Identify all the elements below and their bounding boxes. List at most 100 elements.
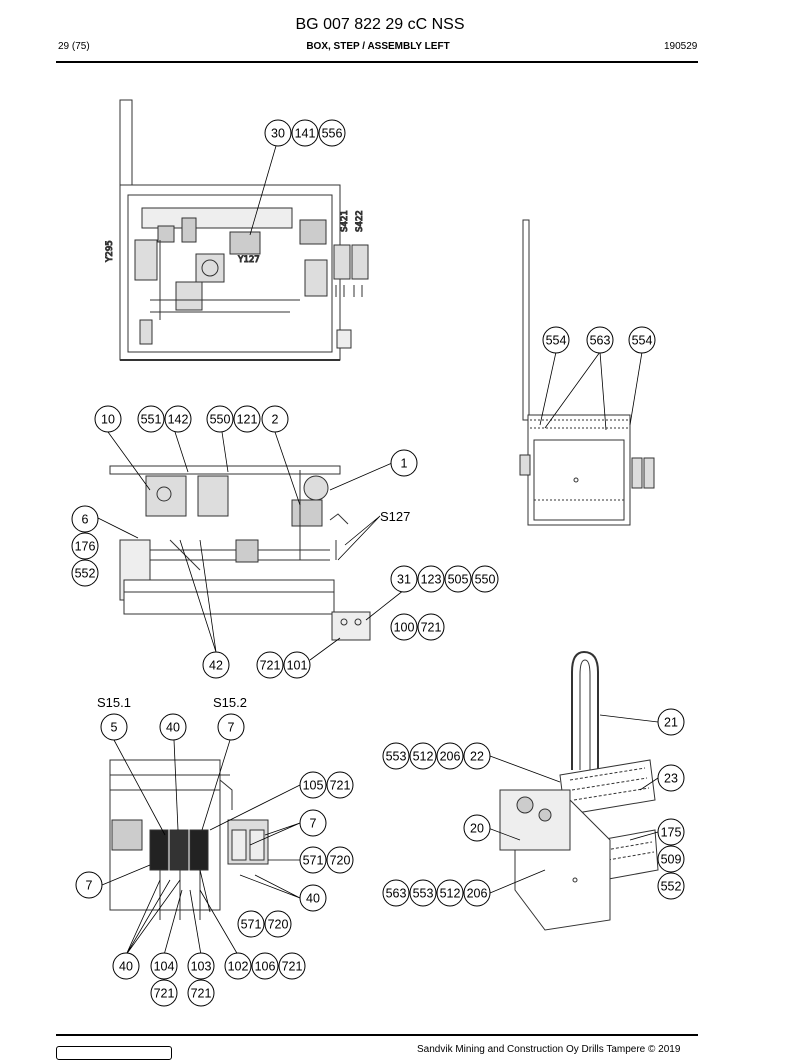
svg-text:40: 40: [166, 721, 180, 735]
svg-text:40: 40: [119, 960, 133, 974]
box-top-view: [119, 99, 369, 361]
callout-7-b: 7: [299, 809, 327, 837]
svg-text:7: 7: [228, 721, 235, 735]
svg-text:31: 31: [397, 573, 411, 587]
svg-text:30: 30: [271, 127, 285, 141]
callout-141: 141: [291, 119, 319, 147]
header-rule: [56, 61, 698, 63]
callout-512-a: 512: [409, 742, 437, 770]
callout-553-b: 553: [409, 879, 437, 907]
svg-text:20: 20: [470, 822, 484, 836]
svg-text:721: 721: [330, 779, 351, 793]
svg-text:2: 2: [272, 413, 279, 427]
callout-7-c: 7: [75, 871, 103, 899]
callout-509: 509: [657, 845, 685, 873]
svg-text:720: 720: [268, 918, 289, 932]
svg-text:721: 721: [191, 987, 212, 1001]
svg-text:720: 720: [330, 854, 351, 868]
svg-text:512: 512: [440, 887, 461, 901]
svg-text:554: 554: [632, 334, 653, 348]
svg-text:721: 721: [260, 659, 281, 673]
callout-40-a: 40: [159, 713, 187, 741]
svg-text:21: 21: [664, 716, 678, 730]
svg-text:6: 6: [82, 513, 89, 527]
callout-42: 42: [202, 651, 230, 679]
footer-rule: [56, 1034, 698, 1036]
svg-text:571: 571: [303, 854, 324, 868]
callout-7-a: 7: [217, 713, 245, 741]
callout-40-b: 40: [299, 884, 327, 912]
svg-text:571: 571: [241, 918, 262, 932]
callout-142: 142: [164, 405, 192, 433]
switch-panel-view: [109, 759, 269, 920]
step-ladder-view: [499, 650, 659, 931]
callout-550: 550: [206, 405, 234, 433]
callout-104: 104: [150, 952, 178, 980]
svg-text:721: 721: [282, 960, 303, 974]
svg-text:505: 505: [448, 573, 469, 587]
callout-550-b: 550: [471, 565, 499, 593]
s15-1-label: S15.1: [97, 695, 131, 710]
callout-554-right: 554: [628, 326, 656, 354]
callout-20: 20: [463, 814, 491, 842]
callout-6: 6: [71, 505, 99, 533]
svg-text:509: 509: [661, 853, 682, 867]
svg-text:105: 105: [303, 779, 324, 793]
callout-40-c: 40: [112, 952, 140, 980]
svg-text:101: 101: [287, 659, 308, 673]
callout-102: 102: [224, 952, 252, 980]
svg-text:141: 141: [295, 127, 316, 141]
callout-100: 100: [390, 613, 418, 641]
document-date: 190529: [664, 41, 698, 52]
svg-text:206: 206: [467, 887, 488, 901]
callout-721-f: 721: [187, 979, 215, 1007]
callout-721-b: 721: [256, 651, 284, 679]
svg-text:512: 512: [413, 750, 434, 764]
svg-text:721: 721: [421, 621, 442, 635]
s127-label: S127: [380, 509, 410, 524]
svg-text:104: 104: [154, 960, 175, 974]
svg-text:550: 550: [210, 413, 231, 427]
valve-assembly-view: [109, 465, 371, 641]
callout-206-b: 206: [463, 879, 491, 907]
svg-text:22: 22: [470, 750, 484, 764]
svg-text:10: 10: [101, 413, 115, 427]
callout-571-b: 571: [237, 910, 265, 938]
callout-21: 21: [657, 708, 685, 736]
svg-text:1: 1: [401, 457, 408, 471]
svg-text:23: 23: [664, 772, 678, 786]
callout-512-b: 512: [436, 879, 464, 907]
callout-206-a: 206: [436, 742, 464, 770]
svg-text:103: 103: [191, 960, 212, 974]
svg-text:40: 40: [306, 892, 320, 906]
step-box-side-view: [519, 219, 655, 526]
svg-text:5: 5: [111, 721, 118, 735]
callout-552-b: 552: [657, 872, 685, 900]
callout-101: 101: [283, 651, 311, 679]
callout-563: 563: [586, 326, 614, 354]
callout-721-d: 721: [278, 952, 306, 980]
svg-text:176: 176: [75, 540, 96, 554]
callout-5: 5: [100, 713, 128, 741]
callout-10: 10: [94, 405, 122, 433]
svg-text:102: 102: [228, 960, 249, 974]
svg-text:7: 7: [310, 817, 317, 831]
callout-720-b: 720: [264, 910, 292, 938]
svg-text:556: 556: [322, 127, 343, 141]
svg-text:563: 563: [386, 887, 407, 901]
svg-text:7: 7: [86, 879, 93, 893]
callout-721-c: 721: [326, 771, 354, 799]
y127-text: Y127: [238, 255, 260, 265]
callout-23: 23: [657, 764, 685, 792]
svg-text:554: 554: [546, 334, 567, 348]
s422-text: S422: [355, 210, 365, 232]
svg-text:123: 123: [421, 573, 442, 587]
svg-text:553: 553: [386, 750, 407, 764]
callout-22: 22: [463, 742, 491, 770]
callout-103: 103: [187, 952, 215, 980]
callout-505: 505: [444, 565, 472, 593]
callout-175: 175: [657, 818, 685, 846]
svg-text:551: 551: [141, 413, 162, 427]
callout-720-a: 720: [326, 846, 354, 874]
